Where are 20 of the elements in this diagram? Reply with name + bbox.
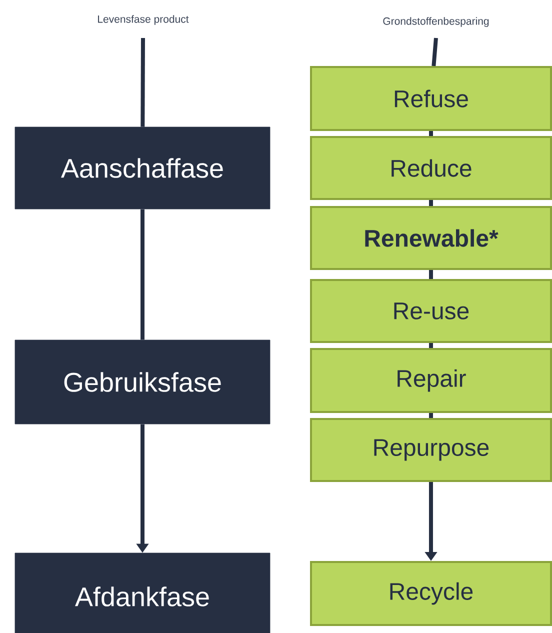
strategy-box: Re-use [310, 279, 552, 343]
strategy-box: Reduce [310, 136, 552, 200]
connector-line [429, 270, 433, 279]
connector-line [140, 38, 145, 127]
column-heading: Grondstoffenbesparing [383, 17, 489, 27]
column-heading: Levensfase product [98, 15, 189, 25]
strategy-box: Recycle [310, 561, 552, 626]
phase-box: Gebruiksfase [14, 340, 270, 424]
connector-line [429, 131, 433, 136]
phase-box: Afdankfase [14, 552, 270, 633]
connector-line [429, 200, 433, 206]
strategy-box: Renewable* [310, 206, 552, 270]
connector-line [140, 209, 144, 340]
strategy-box: Repair [310, 348, 552, 413]
connector-line [429, 343, 433, 348]
phase-box: Aanschaffase [14, 126, 270, 210]
connector-line [432, 38, 438, 66]
strategy-box: Refuse [310, 66, 552, 131]
connector-line [429, 413, 433, 418]
strategy-box: Repurpose [310, 418, 552, 482]
